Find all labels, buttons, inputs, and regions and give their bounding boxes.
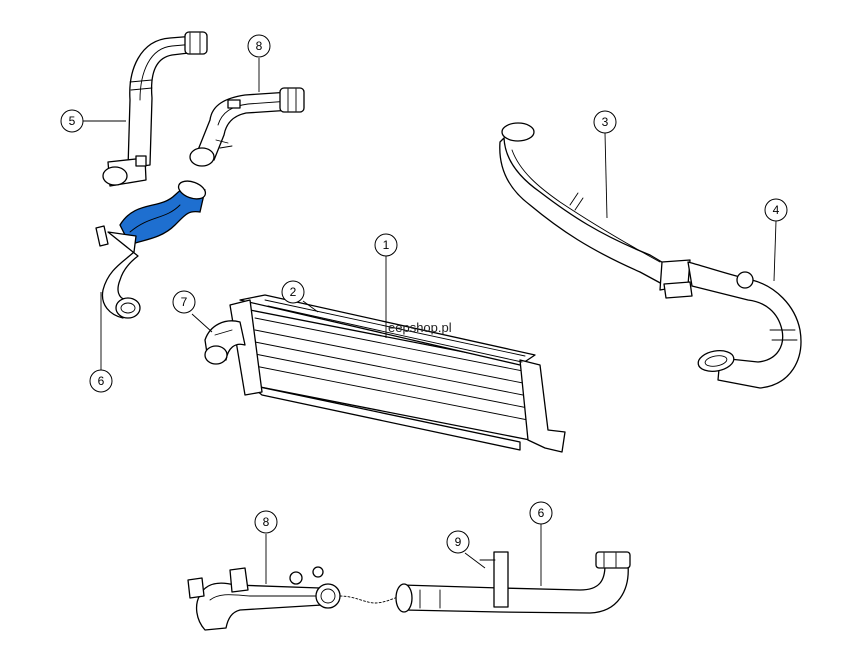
seal-part-2[interactable]: [264, 299, 526, 363]
hose-part-8-lower[interactable]: [187, 566, 341, 631]
callout-4[interactable]: 4: [764, 198, 788, 222]
hose-part-8-upper[interactable]: [189, 87, 305, 167]
svg-text:8: 8: [256, 39, 263, 53]
svg-text:7: 7: [181, 295, 188, 309]
callout-5[interactable]: 5: [60, 109, 84, 133]
callout-6-upper[interactable]: 6: [89, 369, 113, 393]
callout-8-upper[interactable]: 8: [247, 34, 271, 58]
intercooler-part-1[interactable]: [229, 294, 566, 453]
svg-text:2: 2: [290, 285, 297, 299]
svg-text:6: 6: [538, 506, 545, 520]
svg-text:8: 8: [263, 515, 270, 529]
connector-line: [339, 595, 403, 604]
hose-part-6-highlighted[interactable]: [95, 178, 208, 319]
callout-8-lower[interactable]: 8: [254, 510, 278, 534]
svg-text:3: 3: [602, 115, 609, 129]
callout-6-lower[interactable]: 6: [529, 501, 553, 525]
callout-7[interactable]: 7: [172, 290, 196, 314]
svg-text:9: 9: [455, 535, 462, 549]
callout-2[interactable]: 2: [281, 280, 305, 304]
callout-9[interactable]: 9: [446, 530, 470, 554]
elbow-part-7[interactable]: [204, 320, 246, 365]
callout-1[interactable]: 1: [374, 233, 398, 257]
callout-3[interactable]: 3: [593, 110, 617, 134]
hose-part-4[interactable]: [687, 261, 802, 389]
svg-text:6: 6: [98, 374, 105, 388]
hose-part-5[interactable]: [102, 31, 208, 187]
svg-text:5: 5: [69, 114, 76, 128]
svg-text:4: 4: [773, 203, 780, 217]
leader-lines: [83, 58, 777, 586]
watermark-text: eepshop.pl: [388, 320, 452, 335]
hose-part-6-lower[interactable]: [395, 551, 631, 614]
svg-text:1: 1: [383, 238, 390, 252]
hose-part-3[interactable]: [499, 122, 693, 299]
